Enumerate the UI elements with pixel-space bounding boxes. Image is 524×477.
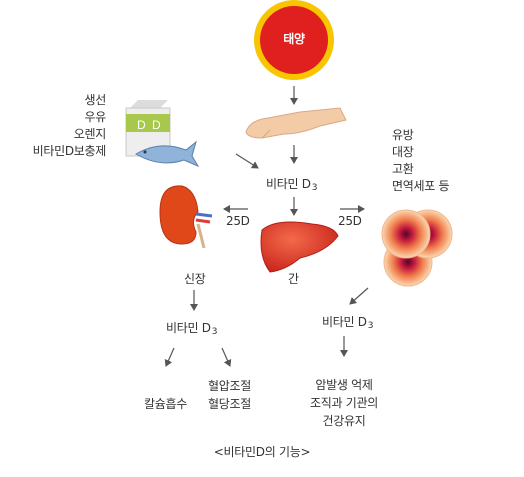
source-item: 우유 [84, 110, 107, 124]
target-item: 고환 [392, 162, 414, 176]
effect-calcium: 칼슘흡수 [144, 397, 187, 411]
kidney-label: 신장 [184, 272, 206, 286]
vitamin-label: 비타민 D [166, 321, 211, 335]
arrow-to-regulation [221, 347, 232, 367]
effect-blood-sugar: 혈당조절 [208, 397, 251, 411]
caption: <비타민D의 기능> [213, 445, 311, 459]
vitamin-d3-cells: 비타민 D3 [322, 314, 373, 335]
vitamin-d3-center: 비타민 D3 [266, 176, 317, 197]
kidney-icon [159, 185, 213, 249]
source-item: 비타민D보충제 [32, 144, 107, 158]
vitamin-subscript: 3 [211, 327, 218, 337]
sun-icon [254, 0, 334, 80]
liver-icon [260, 221, 339, 273]
effect-health: 건강유지 [322, 414, 366, 428]
milk-carton-icon: D D [125, 100, 171, 157]
arrow-cells-to-vitamin [349, 287, 369, 305]
sun-label: 태양 [283, 32, 305, 46]
target-item: 대장 [392, 145, 414, 159]
effect-blood-pressure: 혈압조절 [208, 379, 251, 393]
carton-letter-d2: D [152, 118, 161, 132]
source-item: 오렌지 [73, 127, 107, 141]
vitamin-d3-kidney: 비타민 D3 [166, 320, 217, 341]
hand-icon [245, 107, 347, 139]
cells-icon [381, 209, 453, 287]
arrow-to-calcium [164, 347, 175, 367]
vitamin-subscript: 3 [367, 321, 374, 331]
target-item: 면역세포 등 [392, 179, 450, 193]
fish-icon [135, 140, 200, 168]
arrow-food-to-vitamin [235, 153, 259, 169]
effect-cancer: 암발생 억제 [315, 378, 373, 392]
vitamin-label: 비타민 D [322, 315, 367, 329]
label-25d-right: 25D [338, 214, 362, 228]
vitamin-label: 비타민 D [266, 177, 311, 191]
label-25d-left: 25D [226, 214, 250, 228]
source-item: 생선 [84, 93, 107, 107]
liver-label: 간 [288, 272, 299, 286]
vitamin-subscript: 3 [311, 183, 318, 193]
carton-letter-d1: D [137, 118, 146, 132]
target-item: 유방 [392, 128, 414, 142]
effect-tissue: 조직과 기관의 [310, 396, 378, 410]
